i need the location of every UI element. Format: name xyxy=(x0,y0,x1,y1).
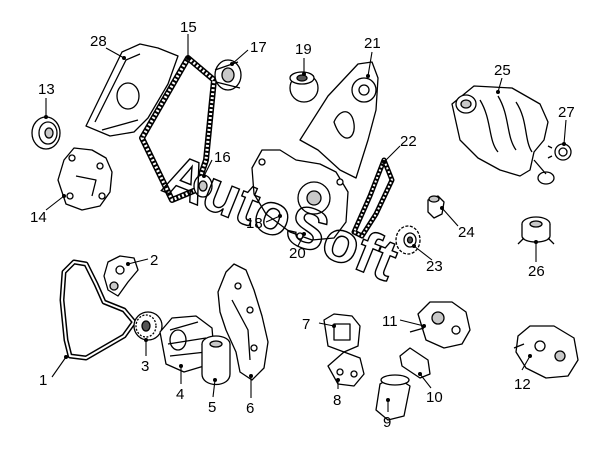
part-24-plug xyxy=(427,195,445,219)
callout-labels: 1 2 3 4 5 6 7 8 9 10 11 12 13 14 15 16 1… xyxy=(30,19,575,431)
callout-5: 5 xyxy=(208,399,216,416)
callout-8: 8 xyxy=(333,392,341,409)
part-8-mount-bracket xyxy=(327,351,365,387)
part-22-timing-chain xyxy=(351,157,395,239)
callout-18: 18 xyxy=(246,215,263,232)
callout-28: 28 xyxy=(90,33,107,50)
callout-26: 26 xyxy=(528,263,545,280)
part-4-alternator xyxy=(159,315,215,373)
part-2-idler-bracket xyxy=(103,255,139,297)
part-1-drive-belt xyxy=(59,259,137,361)
part-25-intake-manifold xyxy=(451,85,555,185)
callout-3: 3 xyxy=(141,358,149,375)
part-6-accessory-bracket xyxy=(217,263,269,381)
part-13-crankshaft-pulley xyxy=(31,116,61,150)
callout-24: 24 xyxy=(458,224,475,241)
callout-13: 13 xyxy=(38,81,55,98)
callout-15: 15 xyxy=(180,19,197,36)
part-7-mount xyxy=(323,313,361,353)
callout-22: 22 xyxy=(400,133,417,150)
part-10-sensor xyxy=(399,347,431,379)
callout-1: 1 xyxy=(39,372,47,389)
callout-23: 23 xyxy=(426,258,443,275)
part-19-sprocket xyxy=(289,71,319,103)
leader-lines xyxy=(44,34,567,412)
callout-25: 25 xyxy=(494,62,511,79)
callout-12: 12 xyxy=(514,376,531,393)
part-21-chain-cover xyxy=(299,61,379,179)
callout-11: 11 xyxy=(382,313,398,330)
callout-20: 20 xyxy=(289,245,306,262)
callout-10: 10 xyxy=(426,389,443,406)
callout-14: 14 xyxy=(30,209,47,226)
part-3-pulley xyxy=(133,311,163,341)
part-27-hose-clamp xyxy=(547,143,572,161)
callout-4: 4 xyxy=(176,386,184,403)
callout-17: 17 xyxy=(250,39,267,56)
part-11-pump xyxy=(409,301,471,349)
part-26-thermostat-housing xyxy=(517,216,555,245)
callout-19: 19 xyxy=(295,41,312,58)
part-12-housing xyxy=(513,325,579,379)
part-17-tensioner-pulley xyxy=(214,59,242,91)
callout-16: 16 xyxy=(214,149,231,166)
part-14-mount-bracket xyxy=(57,147,113,211)
callout-7: 7 xyxy=(302,316,310,333)
callout-2: 2 xyxy=(150,252,158,269)
callout-21: 21 xyxy=(364,35,381,52)
callout-6: 6 xyxy=(246,400,254,417)
part-5-oil-filter xyxy=(201,335,231,386)
callout-9: 9 xyxy=(383,414,391,431)
callout-27: 27 xyxy=(558,104,575,121)
part-9-filter-cartridge xyxy=(375,374,411,421)
part-28-upper-timing-cover xyxy=(85,43,179,137)
